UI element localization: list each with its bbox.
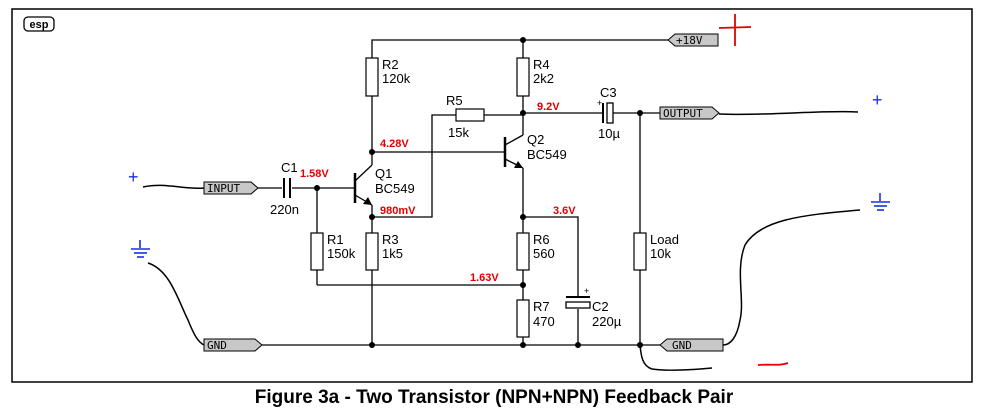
svg-text:R2: R2 (382, 57, 399, 72)
port-supply: +18V (667, 33, 719, 47)
ground-right-ink-icon (871, 193, 890, 211)
resistor-r2: R2 120k (365, 57, 411, 97)
port-output: OUTPUT (659, 106, 720, 120)
transistor-q1: Q1 BC549 (353, 164, 415, 206)
svg-text:Load: Load (650, 232, 679, 247)
resistor-r1: R1 150k (310, 232, 356, 271)
svg-text:2k2: 2k2 (533, 71, 554, 86)
plus-output-mark: + (872, 90, 883, 110)
svg-text:INPUT: INPUT (207, 182, 240, 195)
ground-left-lead-ink (147, 262, 205, 346)
svg-text:+: + (584, 286, 589, 296)
capacitor-c2: + C2 220µ (565, 286, 622, 329)
svg-text:C1: C1 (281, 160, 298, 175)
ground-left-ink-icon (131, 240, 150, 258)
svg-text:Q2: Q2 (527, 132, 544, 147)
svg-text:120k: 120k (382, 71, 411, 86)
capacitor-c1: C1 220n (270, 160, 299, 217)
svg-text:220n: 220n (270, 202, 299, 217)
resistor-r7: R7 470 (516, 299, 555, 338)
svg-text:15k: 15k (448, 125, 469, 140)
svg-text:R4: R4 (533, 57, 550, 72)
plus-supply-ink-icon (718, 14, 752, 46)
wires (258, 39, 668, 346)
svg-text:R7: R7 (533, 299, 550, 314)
svg-text:560: 560 (533, 246, 555, 261)
voltage-q1-base: 1.58V (300, 168, 329, 180)
svg-text:150k: 150k (327, 246, 356, 261)
voltage-feedback-node: 1.63V (470, 272, 499, 284)
resistor-r4: R4 2k2 (516, 57, 554, 97)
svg-text:R6: R6 (533, 232, 550, 247)
resistor-r6: R6 560 (516, 232, 555, 271)
svg-text:BC549: BC549 (527, 147, 567, 162)
plus-input-mark: + (128, 167, 139, 187)
svg-text:R5: R5 (446, 93, 463, 108)
svg-text:R3: R3 (382, 232, 399, 247)
svg-text:+18V: +18V (676, 34, 703, 47)
svg-text:470: 470 (533, 314, 555, 329)
svg-text:R1: R1 (327, 232, 344, 247)
svg-text:C3: C3 (600, 85, 617, 100)
svg-text:+: + (597, 98, 602, 108)
svg-text:OUTPUT: OUTPUT (663, 107, 703, 120)
input-lead-ink (142, 184, 205, 190)
esp-logo: esp (23, 16, 55, 32)
ground-right-lead-ink (722, 209, 861, 346)
svg-text:GND: GND (672, 339, 692, 352)
output-lead-ink (718, 110, 859, 116)
voltage-q1-emitter: 980mV (380, 205, 416, 217)
svg-text:220µ: 220µ (592, 314, 622, 329)
capacitor-c3: + C3 10µ (597, 85, 620, 141)
voltage-q2-emitter: 3.6V (553, 205, 576, 217)
svg-text:esp: esp (30, 19, 49, 31)
svg-text:Q1: Q1 (375, 166, 392, 181)
resistor-load: Load 10k (633, 232, 679, 271)
voltage-q1-collector: 4.28V (380, 138, 409, 150)
ground-junction-ink (639, 344, 713, 371)
voltage-q2-collector: 9.2V (537, 101, 560, 113)
resistor-r5: R5 15k (446, 93, 485, 140)
port-gnd-right: GND (659, 338, 724, 352)
svg-text:10µ: 10µ (598, 126, 620, 141)
figure-caption: Figure 3a - Two Transistor (NPN+NPN) Fee… (255, 387, 734, 408)
resistor-r3: R3 1k5 (365, 232, 403, 271)
schematic-frame (11, 8, 973, 383)
svg-text:C2: C2 (592, 299, 609, 314)
minus-ground-ink (757, 362, 789, 366)
junctions (314, 37, 643, 348)
port-input: INPUT (203, 181, 259, 195)
svg-text:GND: GND (207, 339, 227, 352)
transistor-q2: Q2 BC549 (503, 132, 567, 169)
port-gnd-left: GND (203, 338, 263, 352)
svg-text:BC549: BC549 (375, 181, 415, 196)
svg-text:10k: 10k (650, 246, 671, 261)
svg-text:1k5: 1k5 (382, 246, 403, 261)
